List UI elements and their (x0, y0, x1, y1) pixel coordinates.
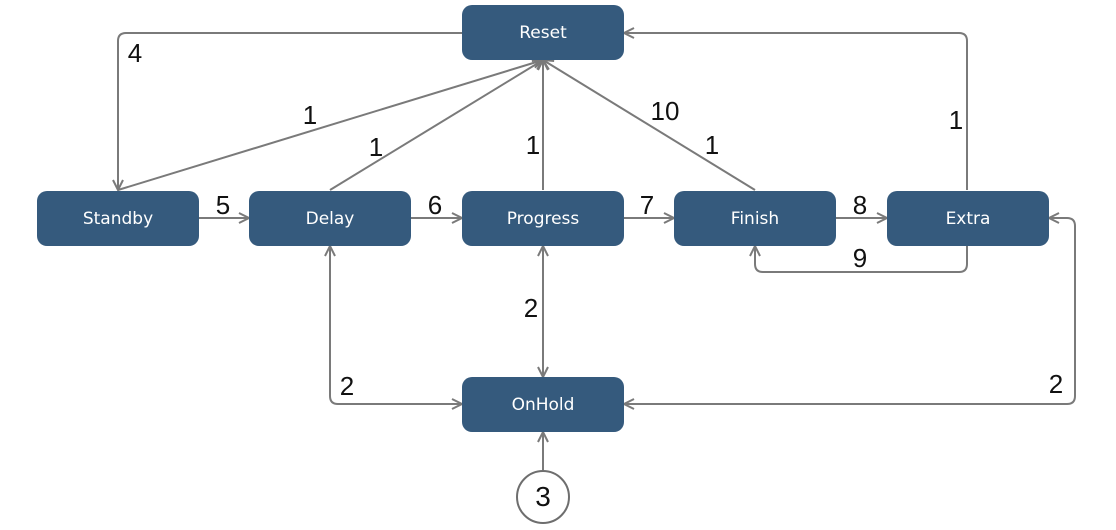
node-extra[interactable]: Extra (887, 191, 1049, 246)
edge-label-delay-onhold: 2 (339, 371, 355, 401)
edge-finish-reset (543, 60, 756, 191)
edge-label-finish-reset: 1 (704, 130, 720, 160)
edge-extra-reset (624, 33, 968, 190)
edge-standby-reset (117, 60, 543, 191)
edge-label-delay-progress: 6 (427, 190, 443, 220)
edge-label-progress-onhold: 2 (523, 293, 539, 323)
node-finish[interactable]: Finish (674, 191, 836, 246)
node-onhold[interactable]: OnHold (462, 377, 624, 432)
node-standby[interactable]: Standby (37, 191, 199, 246)
edge-label-standby-reset: 1 (302, 100, 318, 130)
edge-label-reset-standby: 4 (127, 38, 143, 68)
edge-delay-reset (329, 60, 543, 191)
edge-label-extra-reset: 1 (948, 105, 964, 135)
edge-extra-onhold (624, 218, 1076, 404)
start-node[interactable]: 3 (516, 470, 570, 524)
node-delay[interactable]: Delay (249, 191, 411, 246)
node-progress[interactable]: Progress (462, 191, 624, 246)
edge-reset-standby (118, 32, 462, 190)
edge-label-delay-reset: 1 (368, 132, 384, 162)
edge-label-progress-reset: 1 (525, 130, 541, 160)
edge-label-finish-extra: 8 (852, 190, 868, 220)
edge-label-standby-delay: 5 (215, 190, 231, 220)
edge-label-progress-finish: 7 (639, 190, 655, 220)
node-reset[interactable]: Reset (462, 5, 624, 60)
edge-label-extra-onhold: 2 (1048, 369, 1064, 399)
edge-delay-onhold (330, 246, 462, 404)
edge-label-finish-reset-10: 10 (650, 96, 680, 126)
edge-label-extra-finish: 9 (852, 243, 868, 273)
